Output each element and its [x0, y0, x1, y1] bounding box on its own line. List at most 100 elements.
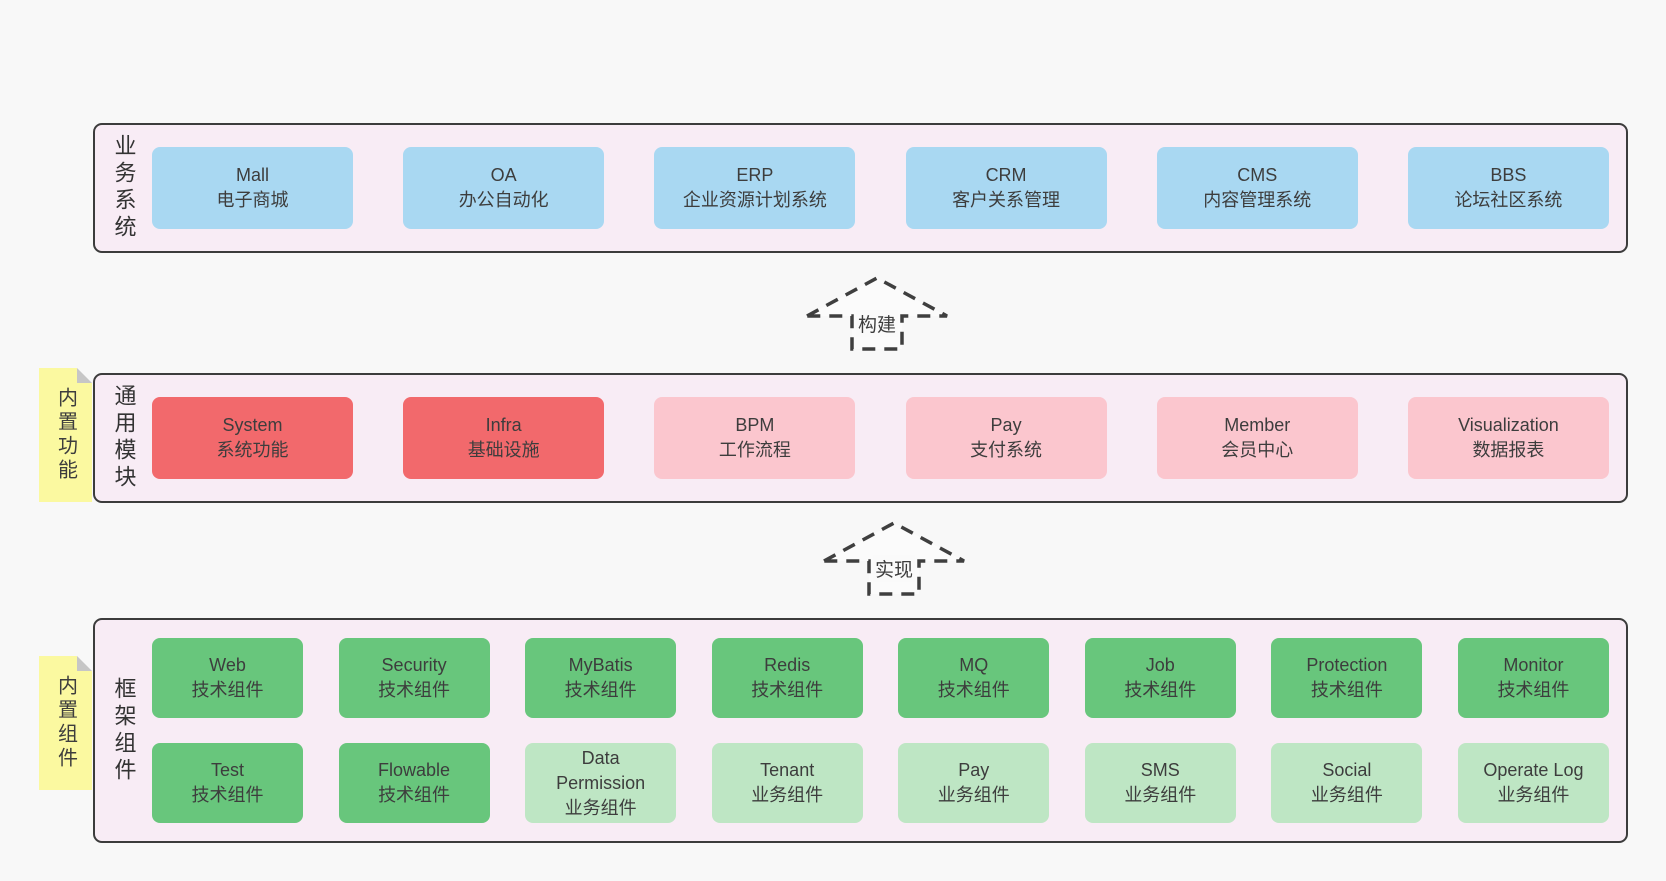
band-framework-components: 框架组件 Web 技术组件 Security 技术组件 MyBatis 技术组件… [93, 618, 1628, 843]
node-name: BBS [1490, 165, 1527, 185]
node-test: Test 技术组件 [152, 743, 303, 823]
node-desc: 技术组件 [937, 680, 1010, 700]
node-name: Protection [1306, 655, 1388, 675]
node-desc: 业务组件 [564, 797, 637, 818]
node-crm: CRM 客户关系管理 [905, 147, 1107, 229]
business-systems-row: Mall 电子商城 OA 办公自动化 ERP 企业资源计划系统 CRM 客户关系… [152, 125, 1626, 251]
node-desc: 技术组件 [378, 785, 451, 805]
node-operate-log: Operate Log 业务组件 [1457, 743, 1609, 823]
node-security: Security 技术组件 [338, 638, 490, 718]
node-tenant: Tenant 业务组件 [711, 743, 863, 823]
node-name: Pay [990, 415, 1022, 435]
node-desc: 论坛社区系统 [1454, 190, 1563, 210]
node-desc: 办公自动化 [458, 190, 549, 210]
node-infra: Infra 基础设施 [403, 397, 605, 479]
node-desc: 数据报表 [1472, 440, 1545, 460]
framework-components-row-1: Web 技术组件 Security 技术组件 MyBatis 技术组件 Redi… [152, 638, 1609, 718]
node-data-permission: Data Permission 业务组件 [525, 743, 677, 823]
node-desc: 业务组件 [937, 785, 1010, 805]
node-desc: 基础设施 [467, 440, 540, 460]
node-desc: 支付系统 [970, 440, 1043, 460]
band-business-systems: 业务系统 Mall 电子商城 OA 办公自动化 ERP 企业资源计划系统 CRM… [93, 123, 1628, 253]
node-desc: 业务组件 [1310, 785, 1383, 805]
node-name: Pay [958, 760, 990, 780]
node-desc: 电子商城 [216, 190, 289, 210]
sticky-note-built-in-components: 内置组件 [39, 656, 92, 790]
band-label-common-modules: 通用模块 [95, 375, 152, 501]
node-name: Data Permission [556, 747, 646, 793]
node-cms: CMS 内容管理系统 [1156, 147, 1358, 229]
node-desc: 技术组件 [1124, 680, 1197, 700]
node-name: MQ [959, 655, 989, 675]
node-desc: 系统功能 [216, 440, 289, 460]
node-name: Security [381, 655, 447, 675]
band-label-text: 框架组件 [111, 676, 137, 785]
node-desc: 会员中心 [1221, 440, 1294, 460]
node-pay-system: Pay 支付系统 [905, 397, 1107, 479]
node-name: SMS [1140, 760, 1180, 780]
node-name: MyBatis [568, 655, 633, 675]
node-erp: ERP 企业资源计划系统 [654, 147, 856, 229]
node-redis: Redis 技术组件 [711, 638, 863, 718]
node-visualization: Visualization 数据报表 [1407, 397, 1609, 479]
node-desc: 技术组件 [1310, 680, 1383, 700]
node-name: Tenant [760, 760, 815, 780]
node-name: Social [1322, 760, 1372, 780]
band-label-text: 通用模块 [111, 384, 137, 492]
node-desc: 业务组件 [1124, 785, 1197, 805]
node-oa: OA 办公自动化 [403, 147, 605, 229]
band-common-modules: 通用模块 System 系统功能 Infra 基础设施 BPM 工作流程 Pay… [93, 373, 1628, 503]
node-desc: 工作流程 [718, 440, 791, 460]
node-desc: 技术组件 [378, 680, 451, 700]
node-desc: 内容管理系统 [1203, 190, 1312, 210]
node-desc: 业务组件 [751, 785, 824, 805]
node-name: Member [1224, 415, 1291, 435]
node-name: Monitor [1503, 655, 1564, 675]
common-modules-row: System 系统功能 Infra 基础设施 BPM 工作流程 Pay 支付系统… [152, 375, 1626, 501]
node-desc: 技术组件 [564, 680, 637, 700]
node-flowable: Flowable 技术组件 [338, 743, 490, 823]
node-name: Visualization [1458, 415, 1559, 435]
node-social: Social 业务组件 [1271, 743, 1423, 823]
sticky-note-text: 内置功能 [54, 387, 77, 483]
node-name: System [222, 415, 283, 435]
node-member: Member 会员中心 [1156, 397, 1358, 479]
node-name: Redis [764, 655, 811, 675]
node-mq: MQ 技术组件 [898, 638, 1050, 718]
node-name: Infra [485, 415, 522, 435]
node-name: Test [210, 760, 244, 780]
node-name: CMS [1237, 165, 1278, 185]
framework-components-row-2: Test 技术组件 Flowable 技术组件 Data Permission … [152, 743, 1609, 823]
node-desc: 业务组件 [1497, 785, 1570, 805]
sticky-note-built-in-features: 内置功能 [39, 368, 92, 502]
node-desc: 客户关系管理 [952, 190, 1061, 210]
node-web: Web 技术组件 [152, 638, 303, 718]
node-protection: Protection 技术组件 [1271, 638, 1423, 718]
arrow-build-label: 构建 [855, 310, 899, 337]
node-pay-component: Pay 业务组件 [898, 743, 1050, 823]
node-bpm: BPM 工作流程 [654, 397, 856, 479]
node-monitor: Monitor 技术组件 [1457, 638, 1609, 718]
band-label-text: 业务系统 [111, 134, 137, 242]
band-label-framework-components: 框架组件 [95, 620, 152, 841]
node-name: OA [490, 165, 517, 185]
node-name: Job [1145, 655, 1175, 675]
node-name: ERP [736, 165, 774, 185]
node-name: Operate Log [1483, 760, 1584, 780]
node-name: BPM [735, 415, 775, 435]
arrow-implement: 实现 [819, 517, 969, 597]
node-name: CRM [985, 165, 1027, 185]
node-bbs: BBS 论坛社区系统 [1407, 147, 1609, 229]
node-desc: 企业资源计划系统 [682, 190, 827, 210]
node-mybatis: MyBatis 技术组件 [525, 638, 677, 718]
node-desc: 技术组件 [191, 785, 264, 805]
arrow-build: 构建 [802, 272, 952, 352]
node-mall: Mall 电子商城 [152, 147, 353, 229]
arrow-implement-label: 实现 [872, 555, 916, 582]
node-system: System 系统功能 [152, 397, 353, 479]
band-label-business-systems: 业务系统 [95, 125, 152, 251]
node-name: Flowable [378, 760, 451, 780]
node-desc: 技术组件 [191, 680, 264, 700]
node-name: Web [209, 655, 246, 675]
